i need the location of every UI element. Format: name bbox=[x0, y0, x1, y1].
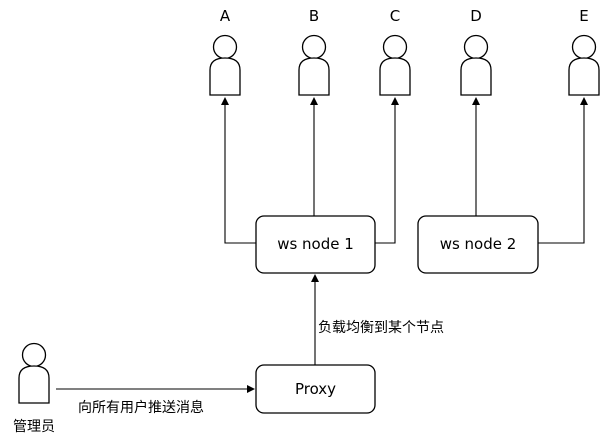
user-a: A bbox=[209, 7, 241, 96]
arrowhead-icon bbox=[310, 97, 318, 105]
ws-node-2-label: ws node 2 bbox=[440, 235, 517, 253]
admin-actor: 管理员 bbox=[13, 342, 55, 435]
ws-node-1-box: ws node 1 bbox=[255, 215, 376, 274]
user-b-label: B bbox=[309, 7, 319, 25]
edge-ws-node-1-to-user-b bbox=[310, 97, 318, 216]
user-c-label: C bbox=[390, 7, 400, 25]
user-c-icon bbox=[379, 34, 411, 96]
admin-icon bbox=[18, 342, 50, 404]
edge-ws-node-1-to-user-a bbox=[221, 97, 256, 244]
arrowhead-icon bbox=[472, 97, 480, 105]
edge-ws-node-2-to-user-d bbox=[472, 97, 480, 216]
proxy-box: Proxy bbox=[255, 364, 376, 414]
proxy-label: Proxy bbox=[295, 380, 336, 398]
user-b: B bbox=[298, 7, 330, 96]
arrowhead-icon bbox=[391, 97, 399, 105]
edge-proxy-to-ws-node-1: 负载均衡到某个节点 bbox=[311, 274, 444, 365]
user-a-icon bbox=[209, 34, 241, 96]
edge-label-push-all: 向所有用户推送消息 bbox=[78, 399, 204, 416]
admin-label: 管理员 bbox=[13, 419, 55, 435]
arrowhead-icon bbox=[311, 274, 319, 282]
arrowhead-icon bbox=[221, 97, 229, 105]
user-e-label: E bbox=[579, 7, 588, 25]
arrowhead-icon bbox=[580, 97, 588, 105]
user-d-icon bbox=[460, 34, 492, 96]
user-e-icon bbox=[568, 34, 600, 96]
user-e: E bbox=[568, 7, 600, 96]
user-d: D bbox=[460, 7, 492, 96]
ws-node-2-box: ws node 2 bbox=[417, 215, 539, 274]
edge-admin-to-proxy: 向所有用户推送消息 bbox=[56, 385, 255, 416]
arrowhead-icon bbox=[247, 385, 255, 393]
edge-ws-node-2-to-user-e bbox=[538, 97, 588, 244]
edge-ws-node-1-to-user-c bbox=[375, 97, 399, 244]
user-b-icon bbox=[298, 34, 330, 96]
user-d-label: D bbox=[470, 7, 482, 25]
user-c: C bbox=[379, 7, 411, 96]
user-a-label: A bbox=[220, 7, 231, 25]
edge-label-load-balance: 负载均衡到某个节点 bbox=[318, 320, 444, 336]
ws-node-1-label: ws node 1 bbox=[277, 235, 354, 253]
